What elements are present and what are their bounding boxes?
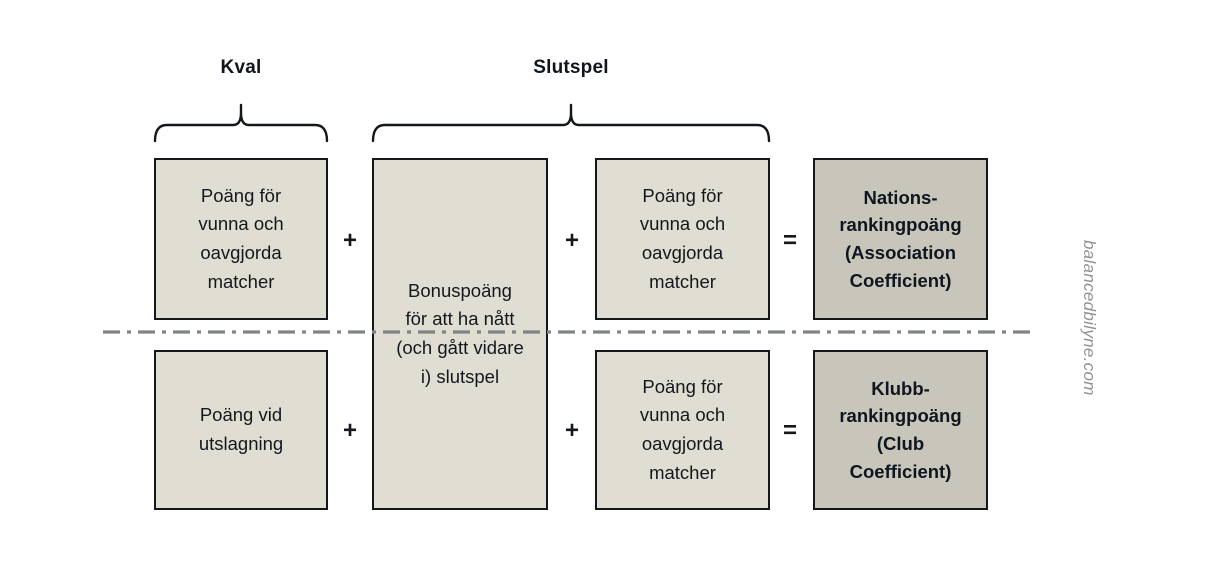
operator-plus-top-1: + [342,227,357,254]
watermark: balancedbilyne.com [1080,240,1099,396]
box-text: Bonuspoäng för att ha nått (och gått vid… [396,279,524,387]
brace-slutspel-icon [371,103,771,143]
box-association-coefficient: Nations- rankingpoäng (Association Coeff… [813,158,988,320]
box-qualification-points-top: Poäng för vunna och oavgjorda matcher [154,158,328,320]
operator-equals-top: = [782,227,797,254]
operator-plus-bottom-2: + [564,417,579,444]
box-knockout-points-top: Poäng för vunna och oavgjorda matcher [595,158,770,320]
box-text: Poäng för vunna och oavgjorda matcher [639,184,726,292]
box-bonus-points: Bonuspoäng för att ha nått (och gått vid… [372,158,548,510]
row-divider [103,330,1035,334]
box-knockout-points-bottom: Poäng för vunna och oavgjorda matcher [595,350,770,510]
operator-plus-top-2: + [564,227,579,254]
box-text: Poäng för vunna och oavgjorda matcher [198,184,284,292]
group-label-slutspel: Slutspel [533,57,609,78]
brace-kval-icon [153,103,329,143]
box-qualification-points-bottom: Poäng vid utslagning [154,350,328,510]
box-club-coefficient: Klubb- rankingpoäng (Club Coefficient) [813,350,988,510]
box-text: Poäng vid utslagning [198,404,284,454]
box-text: Klubb- rankingpoäng (Club Coefficient) [839,377,962,482]
box-text: Nations- rankingpoäng (Association Coeff… [839,186,962,291]
operator-equals-bottom: = [782,417,797,444]
box-text: Poäng för vunna och oavgjorda matcher [639,375,726,483]
group-label-kval: Kval [220,57,262,78]
operator-plus-bottom-1: + [342,417,357,444]
